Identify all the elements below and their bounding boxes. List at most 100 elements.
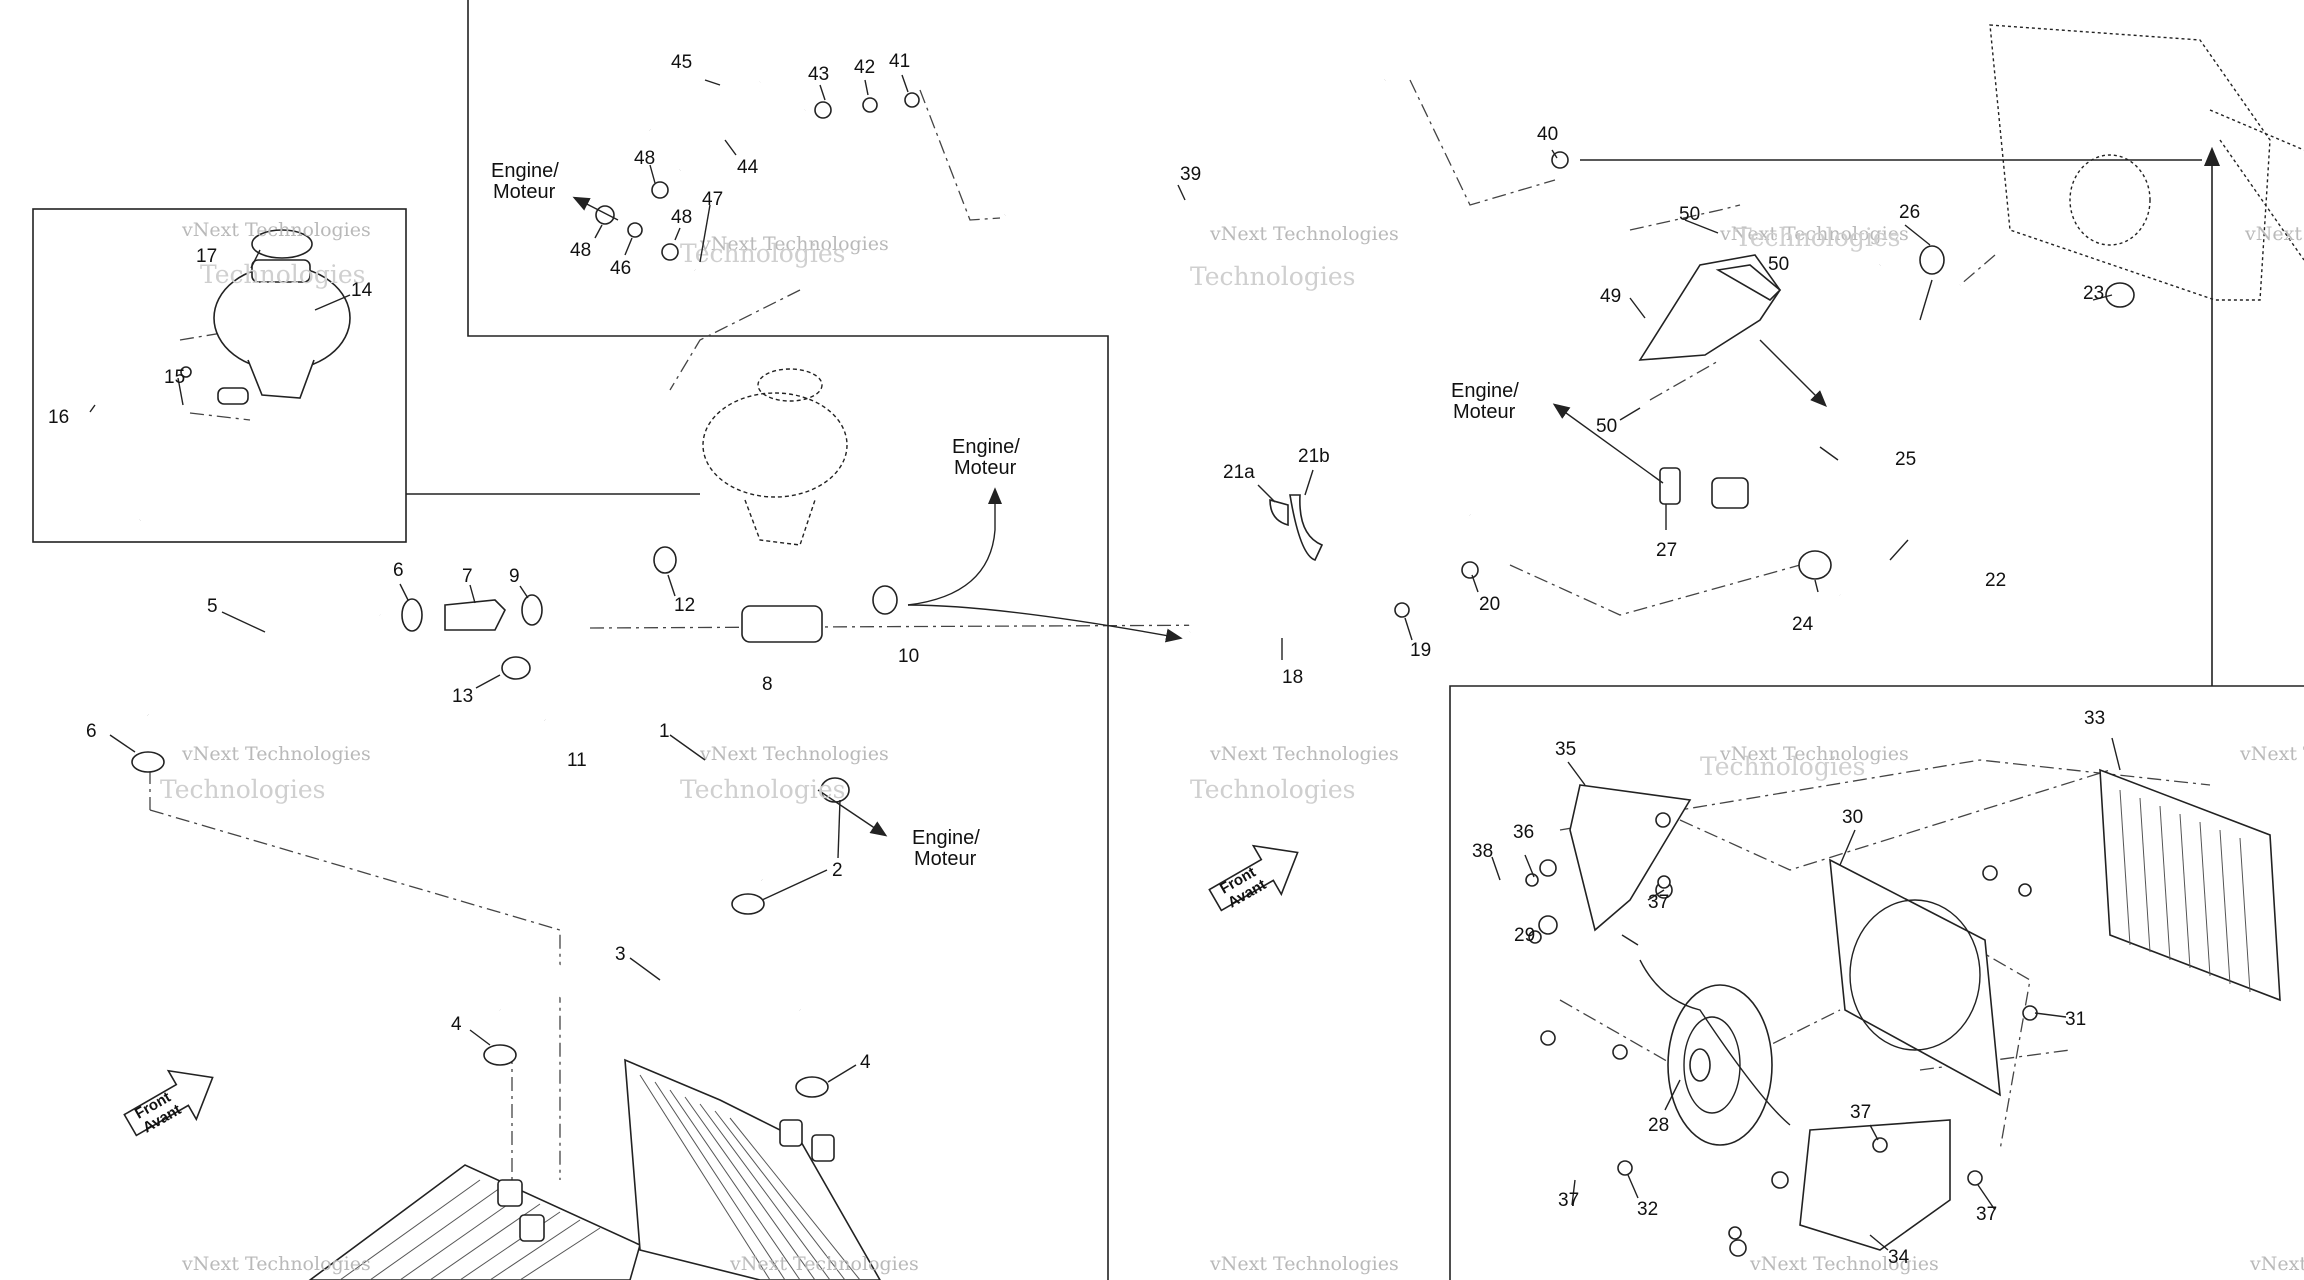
callout-33: 33 [2084, 708, 2105, 729]
callout-27: 27 [1656, 540, 1677, 561]
front-arrow-left: Front Avant [123, 1069, 214, 1137]
callout-35: 35 [1555, 739, 1576, 760]
engine-label-right: Engine/ Moteur [1451, 380, 1519, 423]
callout-4-b: 4 [860, 1052, 871, 1073]
callout-2: 2 [832, 860, 843, 881]
callout-36: 36 [1513, 822, 1534, 843]
svg-text:vNext Technologies: vNext Technologies [1719, 743, 1909, 765]
callout-12: 12 [674, 595, 695, 616]
callout-47: 47 [702, 189, 723, 210]
engine-label-top: Engine/ Moteur [491, 160, 559, 203]
callout-37: 37 [1648, 892, 1669, 913]
hoses [63, 72, 2071, 1035]
callout-41: 41 [889, 51, 910, 72]
svg-text:vNext Technologies: vNext Technologies [1749, 1253, 1939, 1275]
callout-43: 43 [808, 64, 829, 85]
callout-25: 25 [1895, 449, 1916, 470]
svg-text:vNext Technologies: vNext Technologies [1209, 743, 1399, 765]
frame-lines [32, 0, 2304, 1280]
callout-38: 38 [1472, 841, 1493, 862]
callout-23: 23 [2083, 283, 2104, 304]
svg-text:Engine/: Engine/ [912, 827, 980, 849]
svg-text:Engine/: Engine/ [952, 436, 1020, 458]
callout-21b: 21b [1298, 446, 1330, 467]
svg-text:Moteur: Moteur [1453, 401, 1516, 423]
svg-text:Technologies: Technologies [680, 775, 845, 804]
callout-50: 50 [1679, 204, 1700, 225]
front-arrow-right: Front Avant [1208, 844, 1299, 912]
coolant-reservoir [180, 229, 351, 405]
callout-30: 30 [1842, 807, 1863, 828]
deflector-panel [1638, 254, 1782, 361]
callout-31: 31 [2065, 1009, 2086, 1030]
svg-text:Technologies: Technologies [160, 775, 325, 804]
callout-16: 16 [48, 407, 69, 428]
callout-14: 14 [351, 280, 373, 301]
svg-text:vNext Technologies: vNext Technologies [1719, 223, 1909, 245]
callout-19: 19 [1410, 640, 1431, 661]
callout-13: 13 [452, 686, 473, 707]
callout-48: 48 [634, 148, 655, 169]
callout-15: 15 [164, 367, 185, 388]
flow-arrows [572, 159, 2202, 837]
callout-8: 8 [762, 674, 773, 695]
callout-29: 29 [1514, 925, 1535, 946]
svg-text:Moteur: Moteur [493, 181, 556, 203]
callout-45: 45 [671, 52, 692, 73]
callout-17: 17 [196, 246, 217, 267]
svg-text:Technologies: Technologies [680, 239, 845, 268]
svg-text:vNext: vNext [2249, 1253, 2304, 1275]
callout-42: 42 [854, 57, 875, 78]
callout-48-b: 48 [671, 207, 692, 228]
svg-text:vNext Technologies: vNext Technologies [181, 219, 371, 241]
reservoir-ghost [702, 368, 848, 546]
svg-text:Moteur: Moteur [914, 848, 977, 870]
callout-39: 39 [1180, 164, 1201, 185]
svg-text:Moteur: Moteur [954, 457, 1017, 479]
svg-text:Technologies: Technologies [1700, 752, 1865, 781]
callout-24: 24 [1792, 614, 1814, 635]
svg-text:vNext Technologies: vNext Technologies [699, 233, 889, 255]
callout-26: 26 [1899, 202, 1920, 223]
callout-6-b: 6 [86, 721, 97, 742]
callout-18: 18 [1282, 667, 1303, 688]
callout-6: 6 [393, 560, 404, 581]
svg-text:Engine/: Engine/ [491, 160, 559, 182]
svg-text:vNext Technologies: vNext Technologies [1209, 223, 1399, 245]
callout-4: 4 [451, 1014, 462, 1035]
svg-text:Technologies: Technologies [1735, 223, 1900, 252]
svg-text:vNext Techno: vNext Techno [2244, 223, 2304, 245]
callout-3: 3 [615, 944, 626, 965]
callout-22: 22 [1985, 570, 2006, 591]
callout-32: 32 [1637, 1199, 1658, 1220]
callout-10: 10 [898, 646, 919, 667]
clamps [131, 92, 2135, 1098]
callout-7: 7 [462, 566, 473, 587]
callout-37-d: 37 [1558, 1190, 1579, 1211]
callout-28: 28 [1648, 1115, 1669, 1136]
engine-label-middle: Engine/ Moteur [952, 436, 1020, 479]
callout-37-b: 37 [1850, 1102, 1871, 1123]
svg-text:vNext Technologies: vNext Technologies [181, 743, 371, 765]
callout-1: 1 [659, 721, 670, 742]
svg-text:Technologies: Technologies [1190, 775, 1355, 804]
callout-labels: 1 2 3 4 4 5 6 6 7 8 9 10 11 12 13 14 15 … [48, 51, 2105, 1268]
callout-11: 11 [567, 750, 587, 771]
engine-label-lower: Engine/ Moteur [912, 827, 980, 870]
callout-5: 5 [207, 596, 218, 617]
callout-40: 40 [1537, 124, 1558, 145]
callout-34: 34 [1888, 1247, 1910, 1268]
callout-9: 9 [509, 566, 520, 587]
engine-ghost [1989, 24, 2304, 301]
svg-text:Technologies: Technologies [200, 260, 365, 289]
fan-assembly [1569, 768, 2281, 1251]
fasteners [1525, 812, 2038, 1257]
svg-text:vNext Technologies: vNext Technologies [1209, 1253, 1399, 1275]
callout-50-b: 50 [1768, 254, 1789, 275]
callout-21a: 21a [1223, 462, 1255, 483]
left-radiator [308, 1058, 881, 1280]
svg-text:Engine/: Engine/ [1451, 380, 1519, 402]
svg-text:Technologies: Technologies [1190, 262, 1355, 291]
callout-37-c: 37 [1976, 1204, 1997, 1225]
